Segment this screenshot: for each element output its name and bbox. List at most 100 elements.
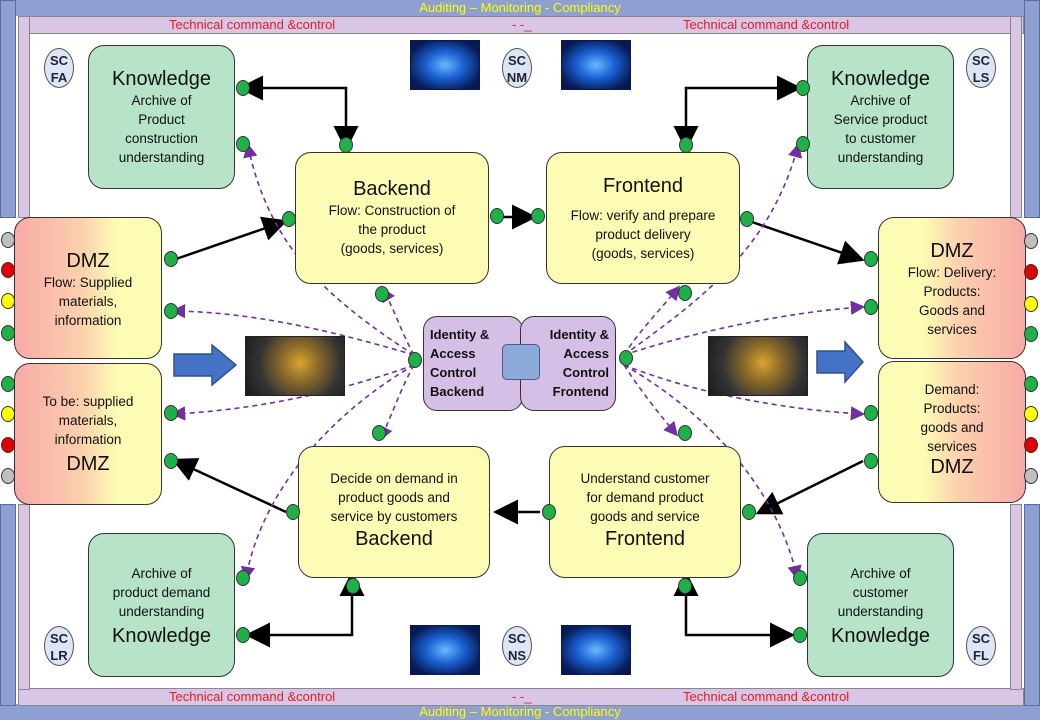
knowledge-title: Knowledge: [112, 625, 211, 647]
connector-dot: [286, 504, 300, 520]
arrow-backend-dmz-bottom: [171, 458, 287, 514]
arrow-knowledge-frontend-top: [673, 75, 802, 151]
arrow-knowledge-backend-top: [238, 75, 359, 151]
iam-connector-square: [502, 344, 540, 380]
connector-dot: [164, 251, 178, 267]
dmz-title: DMZ: [66, 453, 110, 475]
dmz-title: DMZ: [930, 456, 974, 478]
connector-dot: [236, 136, 250, 152]
tcc-bottom-right: Technical command &control: [683, 689, 850, 704]
connector-dot: [236, 570, 250, 586]
brain-image: [561, 40, 631, 90]
gears-image: [708, 336, 808, 396]
connector-dot: [793, 570, 807, 586]
connector-dot: [164, 453, 178, 469]
backend-title: Backend: [355, 528, 433, 550]
connector-dot: [408, 352, 422, 368]
status-light: [1024, 326, 1038, 342]
connector-dot: [793, 627, 807, 643]
status-light: [1, 325, 15, 341]
connector-dot: [864, 299, 878, 315]
brain-image: [410, 625, 480, 675]
status-light: [1, 437, 15, 453]
knowledge-title: Knowledge: [831, 625, 930, 647]
dmz-title: DMZ: [930, 240, 974, 262]
arrow-backend-knowledge-bottom: [245, 571, 365, 648]
status-light: [1024, 406, 1038, 422]
status-light: [1, 468, 15, 484]
frontend-title: Frontend: [604, 528, 686, 550]
status-light: [1024, 468, 1038, 484]
status-light: [1, 232, 15, 248]
connector-dot: [742, 504, 756, 520]
tcc-bottom-left: Technical command &control: [169, 689, 336, 704]
left-pillar-top: [0, 0, 16, 218]
tcc-top-mid: - -_: [512, 17, 532, 32]
status-light: [1, 406, 15, 422]
connector-dot: [164, 303, 178, 319]
status-light: [1024, 233, 1038, 249]
knowledge-title: Knowledge: [112, 68, 211, 90]
arrow-dmz-frontend-bottom: [755, 459, 864, 515]
brain-image: [561, 625, 631, 675]
left-inner-bottom: [18, 504, 30, 690]
connector-dot: [678, 578, 692, 594]
connector-dot: [236, 80, 250, 96]
left-pillar-bottom: [0, 504, 16, 706]
bottom-audit-bar: Auditing – Monitoring - Compliancy: [0, 704, 1040, 720]
connector-dot: [375, 286, 389, 302]
connector-dot: [864, 405, 878, 421]
status-light: [1, 262, 15, 278]
connector-dot: [339, 137, 353, 153]
backend-title: Backend: [353, 178, 431, 200]
block-arrow-right-icon: [816, 340, 865, 384]
connector-dot: [164, 405, 178, 421]
connector-dot: [531, 208, 545, 224]
status-light: [1, 293, 15, 309]
arrow-dmz-backend: [175, 216, 288, 261]
status-light: [1024, 296, 1038, 312]
connector-dot: [796, 136, 810, 152]
connector-dot: [679, 137, 693, 153]
connector-dot: [678, 285, 692, 301]
tcc-top-right: Technical command &control: [683, 17, 850, 32]
connector-dot: [282, 211, 296, 227]
connector-dot: [542, 504, 556, 520]
connector-dot: [678, 425, 692, 441]
status-light: [1024, 437, 1038, 453]
arrow-frontend-knowledge-bottom: [673, 571, 795, 648]
status-light: [1024, 264, 1038, 280]
frontend-title: Frontend: [602, 175, 684, 197]
bottom-command-bar: Technical command &control - -_ Technica…: [18, 688, 1024, 706]
connector-dot: [864, 251, 878, 267]
brain-image: [410, 40, 480, 90]
top-audit-bar: Auditing – Monitoring - Compliancy: [0, 0, 1040, 16]
arrow-frontend-dmz: [751, 220, 865, 265]
connector-dot: [619, 350, 633, 366]
knowledge-title: Knowledge: [831, 68, 930, 90]
block-arrow-right-icon: [173, 343, 238, 387]
tcc-top-left: Technical command &control: [169, 17, 336, 32]
top-command-bar: Technical command &control - -_ Technica…: [18, 16, 1024, 34]
dmz-title: DMZ: [66, 250, 110, 272]
connector-dot: [372, 425, 386, 441]
tcc-bottom-mid: - -_: [512, 689, 532, 704]
connector-dot: [490, 208, 504, 224]
